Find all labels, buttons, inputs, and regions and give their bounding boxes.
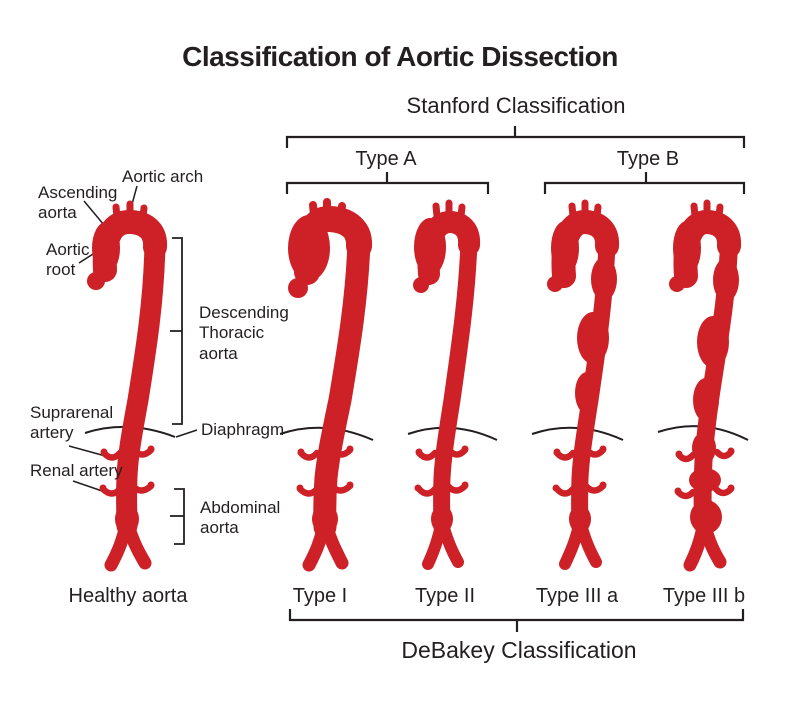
- stanford-type-a-label: Type A: [355, 148, 417, 170]
- type-1-aorta-figure: [288, 198, 372, 572]
- diaphragm-lines: [84, 425, 749, 441]
- page-title: Classification of Aortic Dissection: [182, 41, 618, 72]
- debakey-type-2-label: Type II: [414, 585, 476, 607]
- label-abdominal-aorta: Abdominal aorta: [200, 498, 281, 538]
- label-diaphragm: Diaphragm: [201, 420, 285, 439]
- label-descending-thoracic-aorta: Descending Thoracic aorta: [199, 303, 289, 363]
- label-suprarenal-artery: Suprarenal artery: [30, 403, 114, 443]
- debakey-type-1-label: Type I: [292, 585, 348, 607]
- classification-brackets: [285, 126, 746, 632]
- healthy-aorta-figure: [87, 200, 168, 572]
- label-aortic-root: Aortic root: [46, 240, 90, 280]
- leader-line-diaphragm: [175, 429, 198, 438]
- label-aortic-arch: Aortic arch: [122, 167, 204, 186]
- label-ascending-aorta: Ascending aorta: [38, 183, 118, 223]
- debakey-classification-title: DeBakey Classification: [401, 637, 637, 663]
- type-2-aorta-figure: [413, 199, 481, 570]
- debakey-type-3b-label: Type III b: [662, 585, 746, 607]
- stanford-type-b-label: Type B: [616, 148, 680, 170]
- debakey-type-3a-label: Type III a: [535, 585, 619, 607]
- anatomy-brackets: [170, 237, 185, 545]
- type-a-bracket: [285, 181, 490, 194]
- stanford-classification-title: Stanford Classification: [406, 93, 626, 118]
- type-3a-aorta-figure: [547, 199, 620, 570]
- healthy-aorta-caption: Healthy aorta: [68, 585, 188, 607]
- type-3b-aorta-figure: [669, 199, 742, 572]
- label-renal-artery: Renal artery: [30, 461, 123, 480]
- type-b-bracket: [543, 181, 746, 194]
- debakey-bracket: [288, 609, 745, 622]
